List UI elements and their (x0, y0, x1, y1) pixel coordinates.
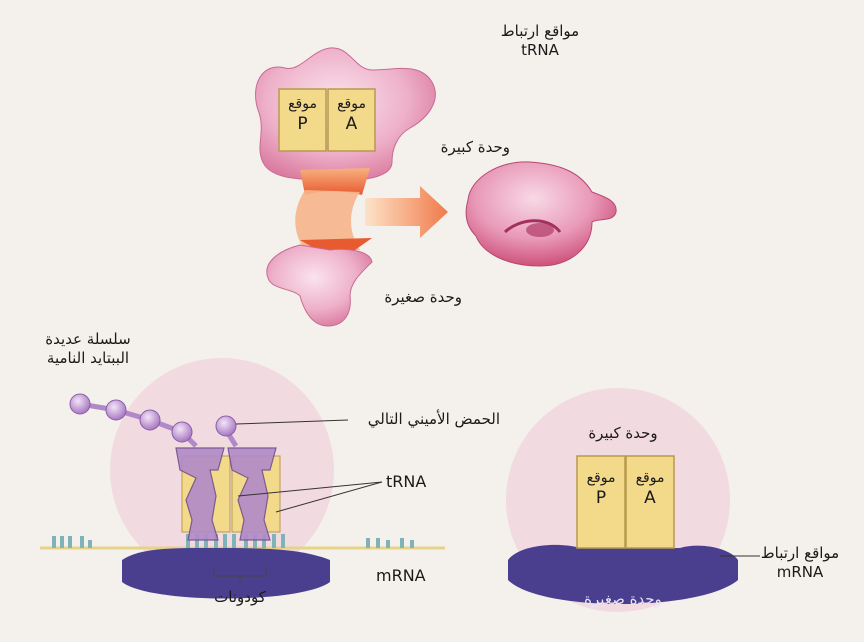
bottom-right-large-subunit-label: وحدة كبيرة (568, 424, 678, 443)
trna-label: tRNA (386, 472, 426, 492)
top-small-subunit-label: وحدة صغيرة (370, 288, 462, 307)
mrna-binding-site-label: مواقع ارتباط mRNA (746, 544, 854, 582)
bottom-right-a-site-letter: A (644, 488, 656, 508)
trna-binding-sites-label: مواقع ارتباط tRNA (480, 22, 600, 60)
bottom-right-a-site-label: موقع A (626, 470, 674, 509)
bottom-right-a-site-word: موقع (636, 470, 665, 486)
top-a-site-letter: A (346, 114, 358, 134)
mrna-binding-site-text-2: mRNA (777, 563, 824, 581)
polypeptide-line2: الببتايد النامية (47, 349, 129, 367)
mrna-binding-site-text: مواقع ارتباط (761, 544, 839, 562)
trna-binding-sites-text-2: tRNA (521, 41, 559, 59)
bottom-right-small-subunit-label: وحدة صغيرة (568, 590, 678, 609)
polypeptide-label: سلسلة عديدة الببتايد النامية (18, 330, 158, 368)
assembled-ribosome-shape (466, 162, 616, 266)
top-large-subunit-label: وحدة كبيرة (418, 138, 510, 157)
assembly-result-arrow (365, 186, 448, 238)
bottom-right-p-site-label: موقع P (577, 470, 625, 509)
top-p-site-letter: P (297, 114, 307, 134)
assembled-ribosome-tunnel (526, 223, 554, 237)
top-p-site-word: موقع (288, 96, 317, 112)
trna-binding-sites-text: مواقع ارتباط (501, 22, 579, 40)
bottom-right-p-site-word: موقع (587, 470, 616, 486)
codon-ticks (52, 534, 414, 548)
bottom-left-mrna-label: mRNA (376, 566, 426, 586)
small-subunit-shape (267, 245, 372, 326)
top-a-site-label: موقع A (328, 96, 375, 135)
bottom-right-p-site-letter: P (596, 488, 606, 508)
top-p-site-label: موقع P (279, 96, 326, 135)
next-amino-acid-label: الحمض الأميني التالي (350, 410, 500, 429)
top-a-site-word: موقع (337, 96, 366, 112)
polypeptide-line1: سلسلة عديدة (45, 330, 130, 348)
codons-label: كودونات (190, 588, 290, 607)
